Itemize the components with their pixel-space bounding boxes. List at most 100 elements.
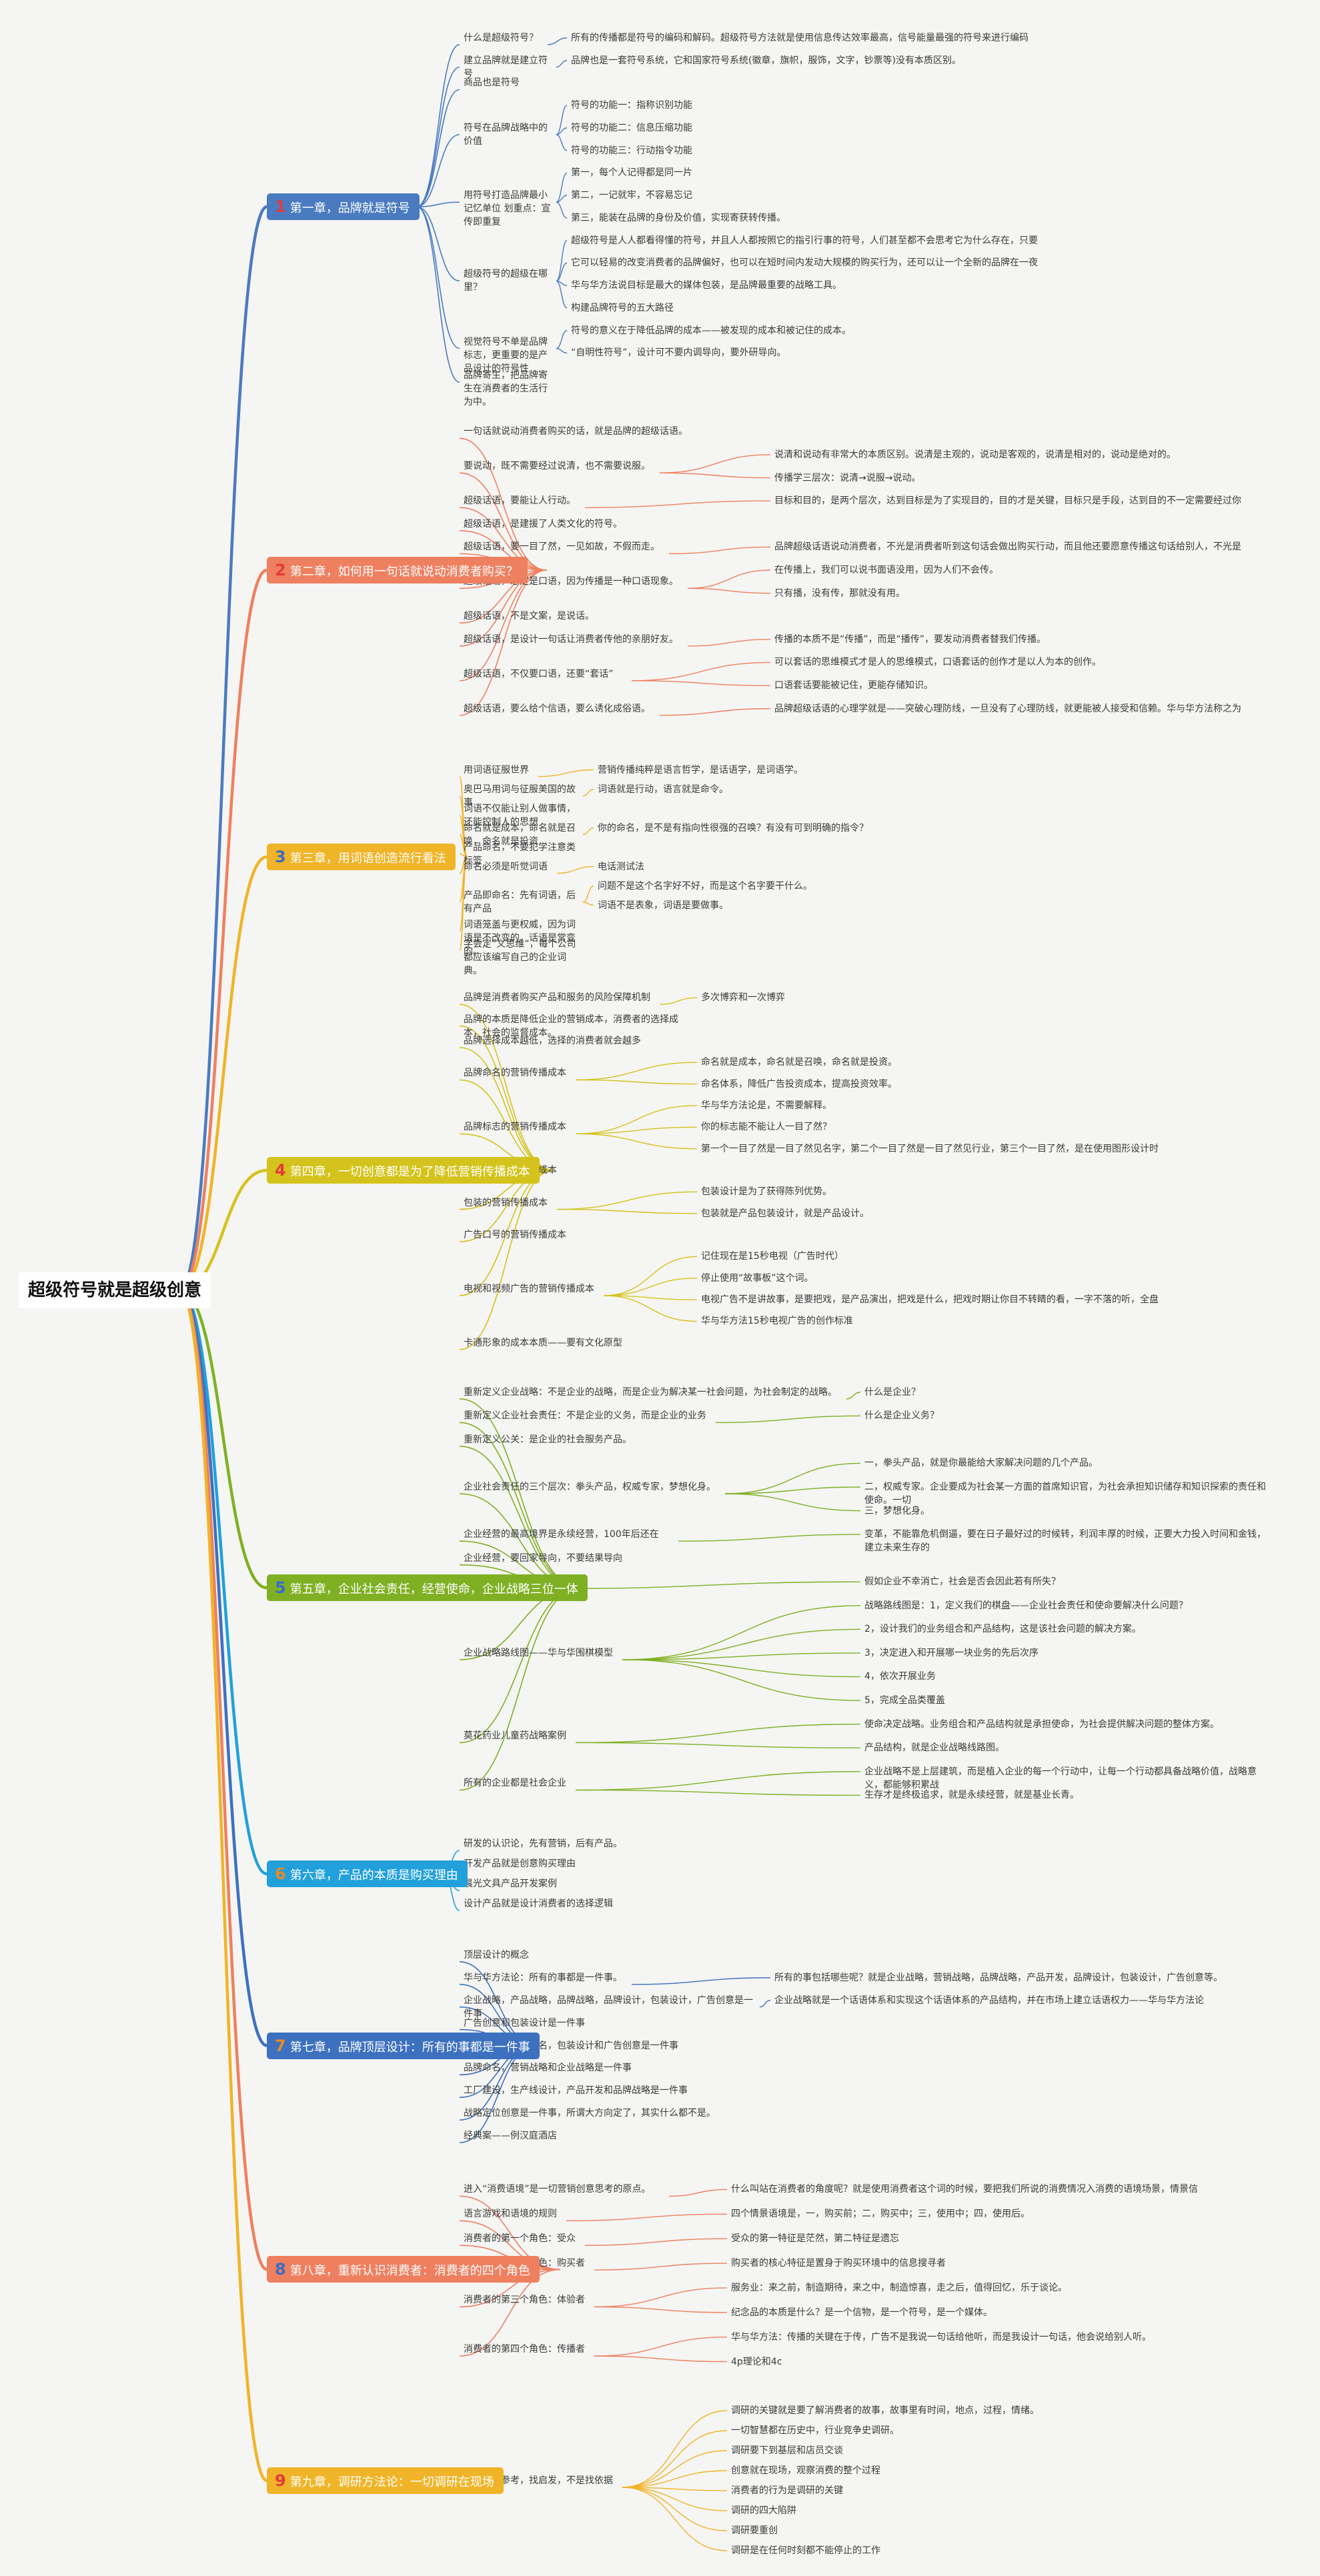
chapter-1-subitem[interactable]: 第三，能装在品牌的身份及价值，实现寄获转传播。 — [571, 212, 786, 223]
chapter-4-item[interactable]: 电视和视频广告的营销传播成本 — [464, 1283, 594, 1294]
chapter-1-item[interactable]: 超级符号的超级在哪里？ — [464, 269, 548, 293]
chapter-1-item[interactable]: 用符号打造品牌最小记忆单位 划重点：宣传即重复 — [464, 190, 551, 228]
chapter-2-item[interactable]: 超级话语，不是文案，是说话。 — [464, 611, 594, 622]
chapter-5-subitem[interactable]: 二，权威专家。企业要成为社会某一方面的首席知识官，为社会承担知识储存和知识探索的… — [864, 1482, 1266, 1506]
chapter-3-subitem[interactable]: 你的命名，是不是有指向性很强的召唤？有没有可到明确的指令？ — [598, 822, 868, 834]
chapter-1-item[interactable]: 符号在品牌战略中的价值 — [464, 122, 548, 147]
chapter-7-item[interactable]: 战略定位创意是一件事，所谓大方向定了，其实什么都不是。 — [464, 2108, 716, 2119]
chapter-8-subitem[interactable]: 购买者的核心特征是置身于购买环境中的信息搜寻者 — [731, 2258, 946, 2269]
chapter-1-subitem[interactable]: 符号的功能二：信息压缩功能 — [571, 122, 692, 133]
chapter-3-item[interactable]: 用词语征服世界 — [464, 764, 529, 776]
chapter-7-item[interactable]: 经典案——例汉庭酒店 — [464, 2131, 557, 2142]
chapter-5-subitem[interactable]: 什么是企业义务？ — [864, 1410, 939, 1422]
chapter-3-item[interactable]: 产品命名，不要犯学注意类标签 — [464, 842, 576, 866]
chapter-1-subitem[interactable]: 品牌也是一套符号系统，它和国家符号系统(徽章，旗帜，服饰，文字，钞票等)没有本质… — [571, 55, 961, 66]
chapter-3-subitem[interactable]: 词语不是表象，词语是要做事。 — [598, 900, 728, 911]
chapter-6-item[interactable]: 研发的认识论，先有营销，后有产品。 — [464, 1838, 622, 1849]
chapter-9-subitem[interactable]: 调研要重创 — [731, 2525, 778, 2536]
chapter-2-subitem[interactable]: 说清和说动有非常大的本质区别。说清是主观的，说动是客观的，说清是相对的，说动是绝… — [774, 449, 1176, 460]
chapter-5-subitem[interactable]: 什么是企业？ — [864, 1386, 920, 1398]
chapter-4-item[interactable]: 卡通形象的成本本质——要有文化原型 — [464, 1337, 622, 1348]
chapter-7-item[interactable]: 广告创意和包装设计是一件事 — [464, 2017, 585, 2029]
root-topic[interactable]: 超级符号就是超级创意 — [19, 1272, 211, 1308]
chapter-2-subitem[interactable]: 目标和目的，是两个层次，达到目标是为了实现目的，目的才是关键，目标只是手段，达到… — [774, 495, 1241, 507]
chapter-8-item[interactable]: 消费者的第三个角色：体验者 — [464, 2295, 585, 2306]
chapter-9-subitem[interactable]: 调研的四大陷阱 — [731, 2505, 796, 2516]
chapter-4-subitem[interactable]: 包装设计是为了获得陈列优势。 — [701, 1186, 832, 1198]
chapter-8-subitem[interactable]: 四个情景语境是，一，购买前；二，购买中；三，使用中；四，使用后。 — [731, 2209, 1030, 2220]
chapter-7-item[interactable]: 顶层设计的概念 — [464, 1949, 529, 1961]
chapter-7-subitem[interactable]: 所有的事包括哪些呢？就是企业战略，营销战略，品牌战略，产品开发，品牌设计，包装设… — [774, 1972, 1223, 1983]
chapter-1-subitem[interactable]: 所有的传播都是符号的编码和解码。超级符号方法就是使用信息传达效率最高，信号能量最… — [571, 32, 1029, 43]
chapter-4-subitem[interactable]: 包装就是产品包装设计，就是产品设计。 — [701, 1208, 869, 1219]
chapter-5-subitem[interactable]: 3，决定进入和开展哪一块业务的先后次序 — [864, 1647, 1039, 1658]
chapter-8-item[interactable]: 语言游戏和语境的规则 — [464, 2209, 557, 2220]
chapter-7-item[interactable]: 工厂建设，生产线设计，产品开发和品牌战略是一件事 — [464, 2085, 688, 2097]
chapter-3-subitem[interactable]: 问题不是这个名字好不好，而是这个名字要干什么。 — [598, 880, 812, 892]
chapter-5-subitem[interactable]: 一，拳头产品，就是你最能给大家解决问题的几个产品。 — [864, 1458, 1098, 1469]
chapter-2-subitem[interactable]: 品牌超级话语说动消费者，不光是消费者听到这句话会做出购买行动，而且他还要愿意传播… — [774, 541, 1241, 553]
chapter-8-subitem[interactable]: 4p理论和4c — [731, 2356, 782, 2367]
chapter-2-item[interactable]: 超级话语，不仅要口语，还要“套话” — [464, 668, 614, 680]
chapter-1-subitem[interactable]: 华与华方法说目标是最大的媒体包装，是品牌最重要的战略工具。 — [571, 280, 842, 291]
chapter-1-item[interactable]: 品牌寄生，把品牌寄生在消费者的生活行为中。 — [464, 370, 548, 408]
chapter-1-subitem[interactable]: 符号的功能三：行动指令功能 — [571, 145, 692, 156]
chapter-1-item[interactable]: 视觉符号不单是品牌标志，更重要的是产品设计的符号性 — [464, 336, 548, 374]
chapter-3-item[interactable]: 产品即命名：先有词语，后有产品 — [464, 890, 576, 914]
chapter-9-subitem[interactable]: 调研要下到基层和店员交谈 — [731, 2445, 843, 2456]
chapter-5-subitem[interactable]: 企业战略不是上层建筑，而是植入企业的每一个行动中，让每一个行动都具备战略价值，战… — [864, 1766, 1257, 1790]
chapter-1-item[interactable]: 建立品牌就是建立符号 — [464, 55, 548, 79]
chapter-1-subitem[interactable]: 构建品牌符号的五大路径 — [571, 302, 674, 313]
chapter-5-subitem[interactable]: 三，梦想化身。 — [864, 1505, 930, 1516]
chapter-4-subitem[interactable]: 第一个一目了然是一目了然见名字，第二个一目了然是一目了然见行业，第三个一目了然，… — [701, 1143, 1159, 1154]
chapter-4-subitem[interactable]: 华与华方法论是，不需要解释。 — [701, 1100, 832, 1111]
chapter-1-subitem[interactable]: “自明性符号”，设计可不要内调导向，要外研导向。 — [571, 347, 786, 359]
chapter-4-item[interactable]: 广告口号的营销传播成本 — [464, 1230, 566, 1241]
chapter-4-item[interactable]: 品牌选择成本越低，选择的消费者就会越多 — [464, 1035, 641, 1046]
chapter-1-item[interactable]: 什么是超级符号？ — [464, 32, 538, 43]
chapter-5-subitem[interactable]: 产品结构，就是企业战略线路图。 — [864, 1742, 1005, 1754]
chapter-2-subitem[interactable]: 品牌超级话语的心理学就是——突破心理防线，一旦没有了心理防线，就更能被人接受和信… — [774, 703, 1241, 714]
chapter-6-item[interactable]: 设计产品就是设计消费者的选择逻辑 — [464, 1898, 613, 1909]
chapter-7-item[interactable]: 华与华方法论：所有的事都是一件事。 — [464, 1972, 622, 1983]
chapter-2-item[interactable]: 一句话就说动消费者购买的话，就是品牌的超级话语。 — [464, 426, 688, 437]
chapter-5-item[interactable]: 企业战略路线图——华与华围棋模型 — [464, 1647, 613, 1658]
chapter-2-item[interactable]: 超级话语，是建援了人类文化的符号。 — [464, 518, 622, 529]
chapter-8-subitem[interactable]: 服务业：来之前，制造期待，来之中，制造惊喜，走之后，值得回忆，乐于谈论。 — [731, 2282, 1067, 2293]
chapter-2-item[interactable]: 要说动，既不需要经过说清，也不需要说服。 — [464, 461, 650, 472]
chapter-5-subitem[interactable]: 生存才是终极追求，就是永续经营，就是基业长青。 — [864, 1790, 1079, 1801]
chapter-3-item[interactable]: 学会定“义思维”，每个公司都应该编写自己的企业词典。 — [464, 938, 576, 976]
chapter-5-item[interactable]: 所有的企业都是社会企业 — [464, 1778, 566, 1789]
chapter-5-item[interactable]: 重新定义公关：是企业的社会服务产品。 — [464, 1434, 632, 1445]
chapter-3-item[interactable]: 词语不仅能让别人做事情，还能控制人的思想 — [464, 803, 576, 828]
chapter-5-item[interactable]: 企业经营的最高境界是永续经营，100年后还在 — [464, 1529, 659, 1540]
chapter-3-subitem[interactable]: 营销传播纯粹是语言哲学，是话语学，是词语学。 — [598, 764, 803, 776]
chapter-5-item[interactable]: 重新定义企业社会责任：不是企业的义务，而是企业的业务 — [464, 1410, 706, 1422]
chapter-8-subitem[interactable]: 什么叫站在消费者的角度呢？就是使用消费者这个词的时候，要把我们所说的消费情况入消… — [731, 2184, 1198, 2195]
chapter-5-item[interactable]: 企业社会责任的三个层次：拳头产品，权威专家，梦想化身。 — [464, 1482, 716, 1492]
chapter-5-item[interactable]: 莫花药业儿童药战略案例 — [464, 1730, 566, 1742]
chapter-9-subitem[interactable]: 调研的关键就是要了解消费者的故事，故事里有时间，地点，过程，情绪。 — [731, 2405, 1039, 2416]
chapter-4-item[interactable]: 品牌的本质是降低企业的营销成本，消费者的选择成本，社会的监督成本。 — [464, 1014, 678, 1038]
chapter-2-subitem[interactable]: 传播学三层次：说清→说服→说动。 — [774, 472, 921, 483]
chapter-5-item[interactable]: 重新定义企业战略：不是企业的战略，而是企业为解决某一社会问题，为社会制定的战略。 — [464, 1386, 837, 1398]
chapter-8-subitem[interactable]: 华与华方法：传播的关键在于传，广告不是我说一句话给他听，而是我设计一句话，他会说… — [731, 2331, 1151, 2343]
chapter-8-item[interactable]: 消费者的第四个角色：传播者 — [464, 2344, 585, 2355]
chapter-1-item[interactable]: 商品也是符号 — [464, 77, 520, 89]
chapter-3-subitem[interactable]: 词语就是行动，语言就是命令。 — [598, 784, 728, 795]
chapter-3-subitem[interactable]: 电话测试法 — [598, 861, 644, 872]
chapter-2-subitem[interactable]: 只有播，没有传，那就没有用。 — [774, 587, 905, 599]
chapter-1-subitem[interactable]: 符号的意义在于降低品牌的成本——被发现的成本和被记住的成本。 — [571, 325, 851, 336]
chapter-3-item[interactable]: 命名必须是听觉词语 — [464, 861, 548, 872]
chapter-2-item[interactable]: 超级话语，要一目了然，一见如故，不假而走。 — [464, 541, 660, 553]
chapter-5-subitem[interactable]: 5，完成全品类覆盖 — [864, 1695, 945, 1706]
chapter-4-subitem[interactable]: 多次博弈和一次博弈 — [701, 992, 785, 1004]
chapter-4-subitem[interactable]: 华与华方法15秒电视广告的创作标准 — [701, 1316, 853, 1327]
chapter-4-subitem[interactable]: 电视广告不是讲故事，是要把戏，是产品演出，把戏是什么，把戏时期让你目不转睛的看，… — [701, 1294, 1159, 1306]
chapter-8-item[interactable]: 消费者的第一个角色：受众 — [464, 2233, 576, 2245]
chapter-5-item[interactable]: 企业经营，要回家导向，不要结果导向 — [464, 1552, 622, 1564]
